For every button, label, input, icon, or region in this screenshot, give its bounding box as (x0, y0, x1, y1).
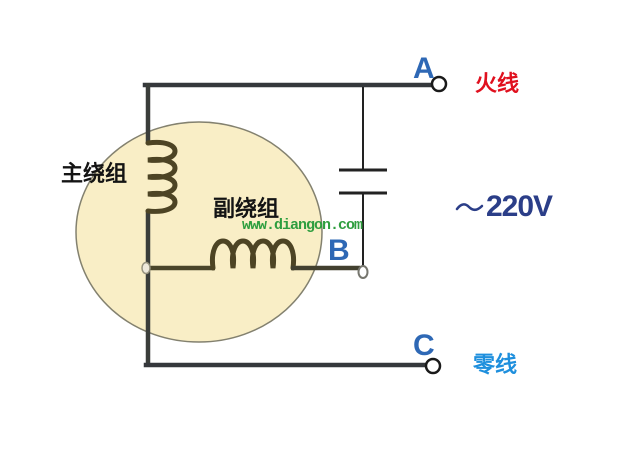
aux-winding-coil (209, 238, 297, 271)
terminal-b-label: B (328, 234, 350, 267)
terminal-a-label: A (413, 52, 435, 85)
voltage-label: 220V (486, 190, 553, 223)
main-winding-coil (145, 139, 178, 214)
main-winding-label: 主绕组 (61, 161, 128, 186)
watermark-text: www.diangon.com (242, 217, 363, 234)
neutral-wire-label: 零线 (473, 352, 518, 377)
terminal-c-label: C (413, 329, 435, 362)
terminal-c-circle (424, 357, 442, 375)
junction-node (141, 261, 151, 275)
voltage-group: 220V (454, 190, 553, 223)
ac-wave-icon (455, 203, 484, 211)
terminal-b-circle (357, 265, 369, 279)
terminal-a-circle (430, 75, 448, 93)
aux-winding-label: 副绕组 (213, 196, 280, 221)
live-wire-label: 火线 (475, 71, 520, 96)
motor-body-circle (75, 121, 323, 343)
